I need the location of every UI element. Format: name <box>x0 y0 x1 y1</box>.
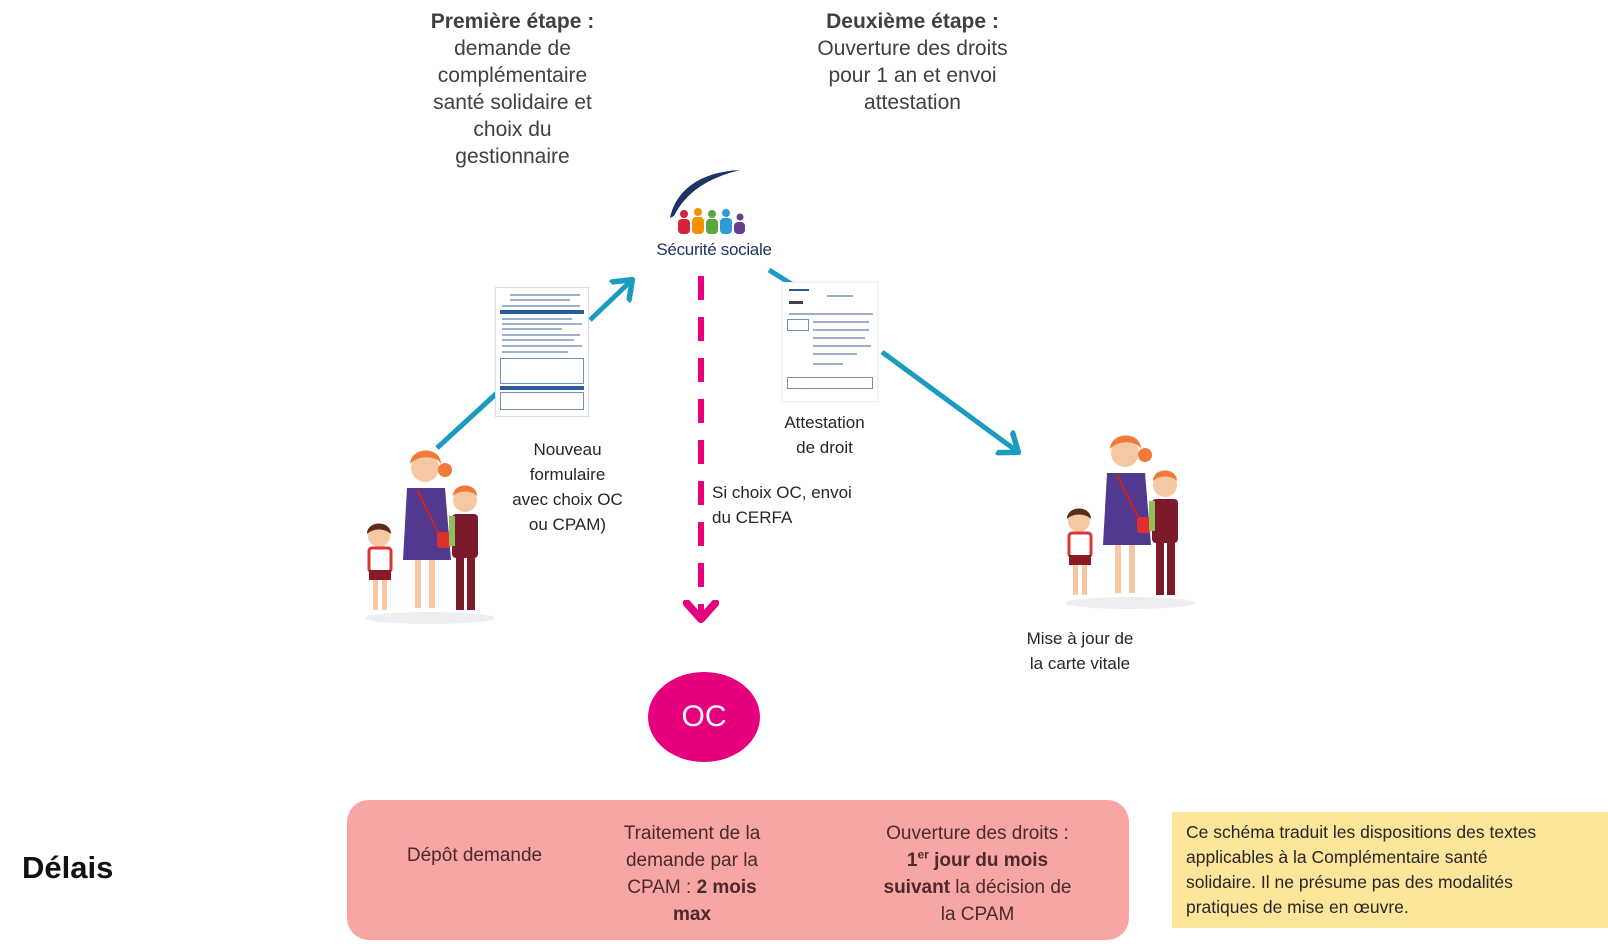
oc-node: OC <box>648 672 760 762</box>
carte-vitale-label: Mise à jour de la carte vitale <box>1000 626 1160 676</box>
timeline-text: Traitement de la <box>623 823 761 844</box>
disclaimer-note: Ce schéma traduit les dispositions des t… <box>1172 812 1608 928</box>
arrow-attestation-to-family <box>880 349 1018 452</box>
timeline-text: CPAM : 2 mois <box>602 874 782 901</box>
label-line: de droit <box>796 438 853 457</box>
cerfa-label: Si choix OC, envoi du CERFA <box>712 480 887 530</box>
delais-label: Délais <box>22 850 114 885</box>
label-line: Attestation <box>784 413 865 432</box>
first-step-line: choix du <box>473 118 552 141</box>
timeline-text: suivant la décision de <box>870 874 1085 901</box>
first-step-heading: Première étape : <box>430 10 595 33</box>
first-step-line: santé solidaire et <box>433 91 592 114</box>
label-line: avec choix OC <box>512 490 623 509</box>
second-step-line: pour 1 an et envoi <box>828 64 997 87</box>
new-form-label: Nouveau formulaire avec choix OC ou CPAM… <box>500 437 635 537</box>
timeline-step-traitement: Traitement de la demande par la CPAM : 2… <box>602 820 782 928</box>
arrow-form-to-secu <box>588 280 632 322</box>
securite-sociale-logo: Sécurité sociale <box>648 168 780 268</box>
first-step-line: demande de <box>454 37 571 60</box>
family-illustration-icon <box>365 450 495 624</box>
securite-sociale-text: Sécurité sociale <box>656 240 772 259</box>
securite-sociale-emblem-icon <box>670 170 745 234</box>
timeline-bold: suivant <box>883 877 951 898</box>
second-step-line: Ouverture des droits <box>817 37 1008 60</box>
timeline-text: 1er jour du mois <box>870 847 1085 874</box>
note-line: applicables à la Complémentaire santé <box>1186 847 1488 867</box>
second-step-line: attestation <box>864 91 961 114</box>
label-line: Nouveau <box>533 440 602 459</box>
timeline-day-text: jour du mois <box>928 850 1049 871</box>
label-line: du CERFA <box>712 508 793 527</box>
label-line: Mise à jour de <box>1026 629 1134 648</box>
timeline-text: la décision de <box>950 877 1072 898</box>
attestation-label: Attestation de droit <box>762 410 887 460</box>
timeline-text: Dépôt demande <box>406 845 543 866</box>
timeline-text: CPAM : <box>627 877 697 898</box>
attestation-document-icon <box>782 282 878 402</box>
label-line: Si choix OC, envoi <box>712 483 852 502</box>
timeline-text: la CPAM <box>940 904 1015 925</box>
people-figures <box>678 208 745 234</box>
label-line: ou CPAM) <box>528 515 607 534</box>
timeline-day: 1 <box>906 850 918 871</box>
second-step-title: Deuxième étape : Ouverture des droits po… <box>780 8 1045 116</box>
first-step-title: Première étape : demande de complémentai… <box>395 8 630 170</box>
timeline-step-depot: Dépôt demande <box>387 842 562 869</box>
first-step-line: complémentaire <box>437 64 588 87</box>
oc-label: OC <box>681 700 727 733</box>
timeline-text: demande par la <box>625 850 759 871</box>
first-step-line: gestionnaire <box>455 145 570 168</box>
timeline-text: Ouverture des droits : <box>886 823 1069 844</box>
note-line: pratiques de mise en œuvre. <box>1186 897 1409 917</box>
note-line: Ce schéma traduit les dispositions des t… <box>1186 822 1537 842</box>
timeline-step-ouverture: Ouverture des droits : 1er jour du mois … <box>870 820 1085 928</box>
form-document-icon <box>495 287 589 417</box>
note-line: solidaire. Il ne présume pas des modalit… <box>1186 872 1513 892</box>
timeline-duration: 2 mois <box>696 877 757 898</box>
family-illustration-icon <box>1065 435 1195 609</box>
label-line: la carte vitale <box>1029 654 1131 673</box>
second-step-heading: Deuxième étape : <box>826 10 999 33</box>
timeline-duration: max <box>672 904 712 925</box>
label-line: formulaire <box>529 465 606 484</box>
delais-timeline: Dépôt demande Traitement de la demande p… <box>347 800 1129 940</box>
timeline-day-suffix: er <box>917 847 929 862</box>
